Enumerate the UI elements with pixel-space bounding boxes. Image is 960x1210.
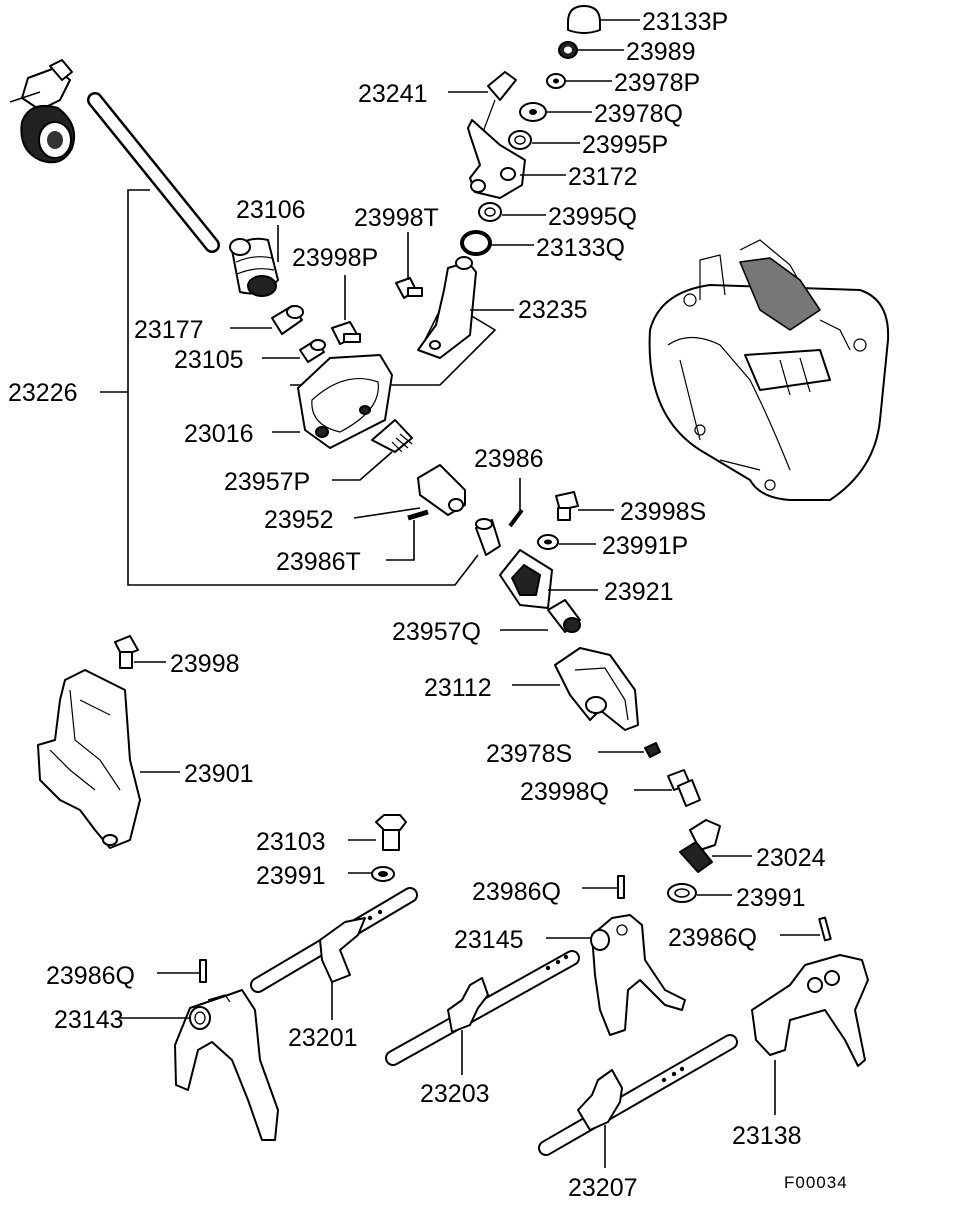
label-23978Q: 23978Q [594, 100, 683, 128]
part-23235-bracket [417, 256, 514, 359]
label-23952: 23952 [264, 506, 334, 534]
label-23226: 23226 [8, 379, 78, 407]
label-23978S: 23978S [486, 740, 572, 768]
label-23105: 23105 [174, 346, 244, 374]
part-23978Q-washer [519, 102, 592, 122]
label-23145: 23145 [454, 926, 524, 954]
part-23998T-bolt [395, 232, 423, 299]
part-23998-bolt [114, 635, 166, 669]
label-23207: 23207 [568, 1174, 638, 1202]
part-23998Q-bolt [634, 769, 701, 807]
part-23143-fork [118, 989, 279, 1141]
label-23106: 23106 [236, 196, 306, 224]
transaxle-assembly [648, 239, 890, 501]
label-23991-right: 23991 [736, 884, 806, 912]
label-23143: 23143 [54, 1006, 124, 1034]
label-23016: 23016 [184, 420, 254, 448]
label-23133P: 23133P [642, 8, 728, 36]
label-23998P: 23998P [292, 244, 378, 272]
label-23978P: 23978P [614, 69, 700, 97]
part-23106-boot [229, 225, 279, 297]
part-23998P-bolt [331, 275, 361, 345]
part-23901-bracket [37, 669, 180, 849]
label-23986Q-b: 23986Q [668, 924, 757, 952]
part-23201-rod [250, 887, 418, 1020]
part-23921-block [499, 549, 598, 609]
label-23989: 23989 [626, 38, 696, 66]
label-23995P: 23995P [582, 131, 668, 159]
part-23952-block [353, 464, 466, 519]
label-23986: 23986 [474, 445, 544, 473]
label-23986Q-c: 23986Q [46, 962, 135, 990]
label-23172: 23172 [568, 163, 638, 191]
part-23133P-cap [567, 5, 640, 34]
part-23177-bushing [230, 305, 304, 335]
label-23112: 23112 [424, 674, 492, 702]
label-23998: 23998 [170, 650, 240, 678]
label-23957P: 23957P [224, 468, 310, 496]
label-23995Q: 23995Q [548, 203, 637, 231]
part-23207-rod [538, 1034, 738, 1168]
part-23957P-spring [332, 419, 413, 481]
part-23105-bushing [262, 339, 326, 363]
part-23995P-bushing [508, 130, 580, 150]
label-23241: 23241 [358, 80, 428, 108]
label-23024: 23024 [756, 844, 826, 872]
part-23138-fork [751, 954, 869, 1115]
part-collar [475, 518, 501, 556]
part-23986Q-pin-b [780, 916, 832, 942]
label-23103: 23103 [256, 828, 326, 856]
part-23991-washer-right [667, 883, 732, 903]
part-23172-lever [467, 119, 566, 199]
part-23978P-washer [546, 73, 612, 89]
part-23998S-plug [555, 491, 614, 521]
label-23177: 23177 [134, 316, 204, 344]
part-23991P-washer [537, 534, 596, 550]
drawing-code: F00034 [784, 1173, 848, 1192]
label-23921: 23921 [604, 578, 674, 606]
label-23998S: 23998S [620, 498, 706, 526]
label-23235: 23235 [518, 296, 588, 324]
label-23991P: 23991P [602, 532, 688, 560]
part-23986T-pin [386, 509, 429, 561]
label-23991-left: 23991 [256, 862, 326, 890]
part-23203-rod [385, 950, 580, 1075]
label-23133Q: 23133Q [536, 234, 625, 262]
label-23998T: 23998T [354, 204, 439, 232]
part-23957Q-cap [500, 599, 581, 633]
label-23986Q-a: 23986Q [472, 878, 561, 906]
shift-lever [9, 59, 220, 253]
part-23995Q-bushing [478, 202, 546, 222]
label-23998Q: 23998Q [520, 778, 609, 806]
part-labels: 23133P 23989 23978P 23241 23978Q 23995P … [8, 8, 848, 1202]
part-23133Q-ring [460, 230, 534, 256]
part-23986Q-pin-c [157, 959, 207, 983]
part-23016-housing [272, 354, 393, 449]
part-23989-nut [558, 41, 624, 59]
label-23901: 23901 [184, 760, 254, 788]
label-23201: 23201 [288, 1024, 358, 1052]
part-23986-pin [508, 478, 524, 528]
part-23103-plug [348, 814, 407, 851]
part-23991-washer-left [348, 866, 395, 882]
label-23203: 23203 [420, 1080, 490, 1108]
part-23145-fork [546, 914, 686, 1036]
part-23978S-clip [598, 742, 661, 758]
part-23986Q-pin-a [582, 875, 625, 899]
label-23957Q: 23957Q [392, 618, 481, 646]
label-23138: 23138 [732, 1122, 802, 1150]
part-23112-bracket [512, 647, 639, 731]
part-23024-switch [679, 819, 752, 873]
label-23986T: 23986T [276, 548, 361, 576]
